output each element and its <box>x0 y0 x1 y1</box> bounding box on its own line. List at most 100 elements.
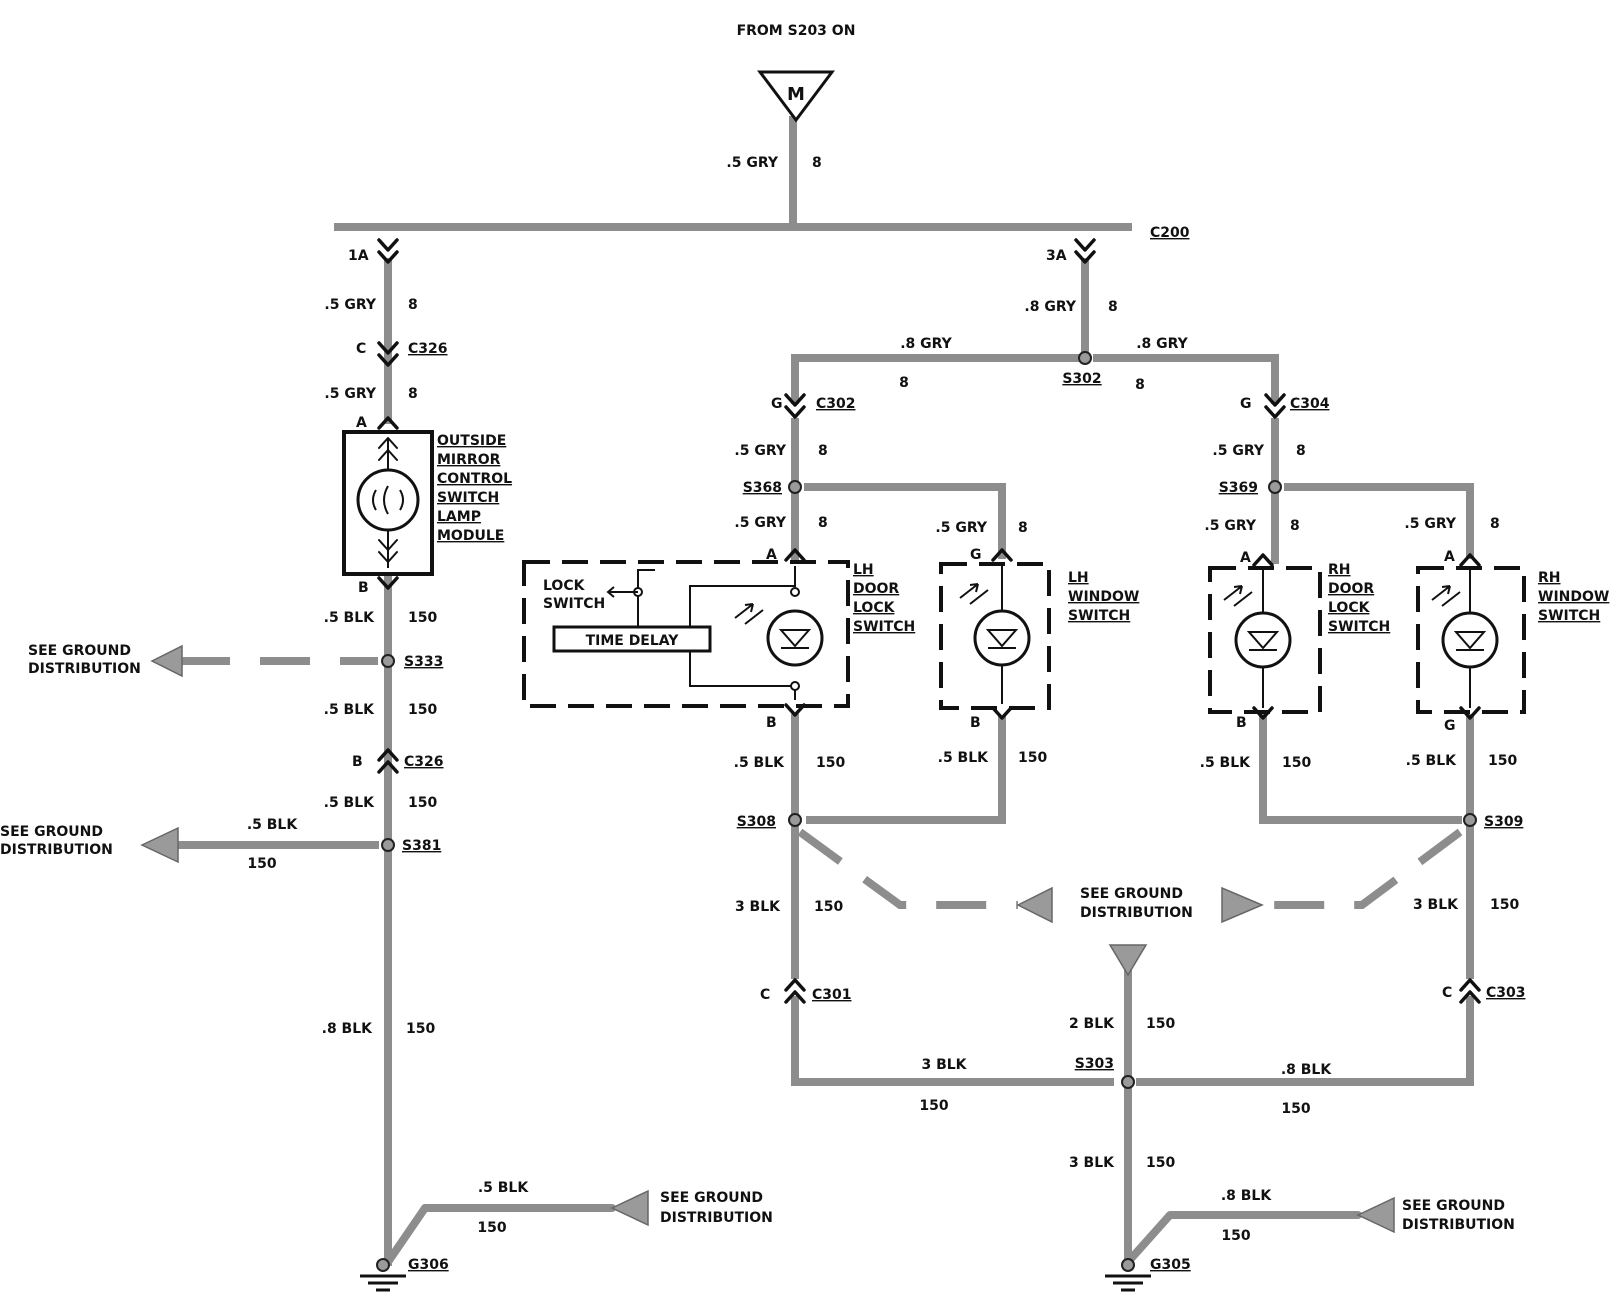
lh-window-label-1: LH <box>1068 570 1089 586</box>
pin-lh-lock-a <box>784 548 806 562</box>
circuit-label: 150 <box>1146 1155 1175 1171</box>
mirror-lamp-module <box>342 430 434 576</box>
circuit-label: 8 <box>899 375 909 391</box>
lh-lock-terminal-bottom <box>790 681 800 691</box>
pin-label-a: A <box>1240 550 1251 566</box>
wire-s308-ground-dashed <box>797 828 1018 909</box>
wire-label: .5 BLK <box>938 750 990 766</box>
wire-label: .5 GRY <box>1212 443 1264 459</box>
circuit-label: 150 <box>1282 755 1311 771</box>
ground-ref-label-2: DISTRIBUTION <box>1080 905 1193 921</box>
rh-lock-light-rays-icon <box>1223 585 1253 607</box>
wire-c303-s303 <box>1136 996 1474 1086</box>
mirror-lamp-bulb <box>356 468 420 532</box>
rh-window-label-2: WINDOW <box>1538 589 1609 605</box>
pin-mirror-a <box>377 416 399 430</box>
diagram-title: FROM S203 ON <box>737 23 856 39</box>
mirror-label-2: MIRROR <box>437 452 501 468</box>
mirror-label-5: LAMP <box>437 509 481 525</box>
circuit-label: 8 <box>1490 516 1500 532</box>
ground-arrow-lh-center <box>1016 886 1053 924</box>
circuit-label: 150 <box>408 795 437 811</box>
pin-label-c: C <box>760 987 770 1003</box>
wire-s368-lh-window <box>804 483 1006 559</box>
splice-s381-label: S381 <box>402 838 441 854</box>
lh-lock-terminal-top <box>790 587 800 597</box>
ground-ref-label-1: SEE GROUND <box>1402 1198 1505 1214</box>
wire-label: .8 GRY <box>900 336 952 352</box>
ground-g305-symbol <box>1105 1258 1151 1292</box>
wire-label: .5 GRY <box>734 443 786 459</box>
lock-switch-lead <box>637 569 655 627</box>
pin-c200-1a <box>377 238 399 264</box>
circuit-label: 8 <box>1290 518 1300 534</box>
ground-ref-label-2: DISTRIBUTION <box>660 1210 773 1226</box>
rh-window-label-3: SWITCH <box>1538 608 1600 624</box>
pin-label-c: C <box>1442 985 1452 1001</box>
pin-label-b: B <box>766 715 777 731</box>
connector-c200-label: C200 <box>1150 225 1190 241</box>
pin-label-b: B <box>358 580 369 596</box>
pin-c304-g <box>1264 393 1286 419</box>
rh-window-switch <box>1416 566 1526 714</box>
splice-s308 <box>788 813 802 827</box>
circuit-label: 8 <box>1135 377 1145 393</box>
circuit-label: 150 <box>919 1098 948 1114</box>
splice-s303 <box>1121 1075 1135 1089</box>
splice-s302 <box>1078 351 1092 365</box>
splice-s309 <box>1463 813 1477 827</box>
pin-label-a: A <box>766 547 777 563</box>
wire-label: .5 BLK <box>1200 755 1252 771</box>
circuit-label: 150 <box>1146 1016 1175 1032</box>
connector-c326-label: C326 <box>404 754 444 770</box>
wire-s302-to-c304 <box>1093 354 1279 404</box>
mirror-label-3: CONTROL <box>437 471 512 487</box>
ground-g306-symbol <box>360 1258 406 1292</box>
circuit-label: 8 <box>812 155 822 171</box>
wire-label: 3 BLK <box>921 1057 967 1073</box>
pin-label-1a: 1A <box>348 248 369 264</box>
lh-window-diode-icon <box>985 629 1019 648</box>
wire-label: .5 BLK <box>324 702 376 718</box>
ground-ref-label-1: SEE GROUND <box>660 1190 763 1206</box>
pin-c200-3a <box>1074 238 1096 264</box>
connector-c303-label: C303 <box>1486 985 1526 1001</box>
circuit-label: 150 <box>1281 1101 1310 1117</box>
pin-rh-window-a <box>1459 553 1481 567</box>
pin-label-g: G <box>1444 718 1456 734</box>
wire-label: 2 BLK <box>1069 1016 1115 1032</box>
pin-label-g: G <box>1240 396 1252 412</box>
lh-lock-label-4: SWITCH <box>853 619 915 635</box>
circuit-label: 150 <box>814 899 843 915</box>
wire-label: .5 BLK <box>478 1180 530 1196</box>
ground-arrow-center-top <box>1108 944 1148 977</box>
splice-s308-label: S308 <box>737 814 776 830</box>
circuit-label: 8 <box>408 386 418 402</box>
pin-label-3a: 3A <box>1046 248 1067 264</box>
pin-c326-b <box>377 748 399 774</box>
lh-window-label-2: WINDOW <box>1068 589 1139 605</box>
circuit-label: 150 <box>408 702 437 718</box>
wire-label: .5 GRY <box>726 155 778 171</box>
splice-s303-label: S303 <box>1075 1056 1114 1072</box>
circuit-label: 150 <box>1221 1228 1250 1244</box>
lock-switch-label-1: LOCK <box>543 578 586 594</box>
wire-s309-ground-dashed <box>1262 828 1463 909</box>
pin-lh-window-b <box>991 706 1013 720</box>
wire-label: .5 GRY <box>1204 518 1256 534</box>
circuit-label: 8 <box>1108 299 1118 315</box>
circuit-label: 150 <box>1488 753 1517 769</box>
ground-g306-node <box>376 1258 390 1272</box>
lh-window-dashed-box <box>939 562 1051 710</box>
connector-c326-label: C326 <box>408 341 448 357</box>
splice-s333-label: S333 <box>404 654 443 670</box>
ground-ref-label-1: SEE GROUND <box>28 643 131 659</box>
ground-g305-node <box>1121 1258 1135 1272</box>
lh-door-lock-switch: TIME DELAY LOCK SWITCH <box>522 560 850 708</box>
wire-label: .5 BLK <box>324 795 376 811</box>
circuit-label: 8 <box>1018 520 1028 536</box>
circuit-label: 150 <box>477 1220 506 1236</box>
source-terminal: M <box>757 70 835 123</box>
splice-s381 <box>381 838 395 852</box>
wire-label: .5 BLK <box>734 755 786 771</box>
